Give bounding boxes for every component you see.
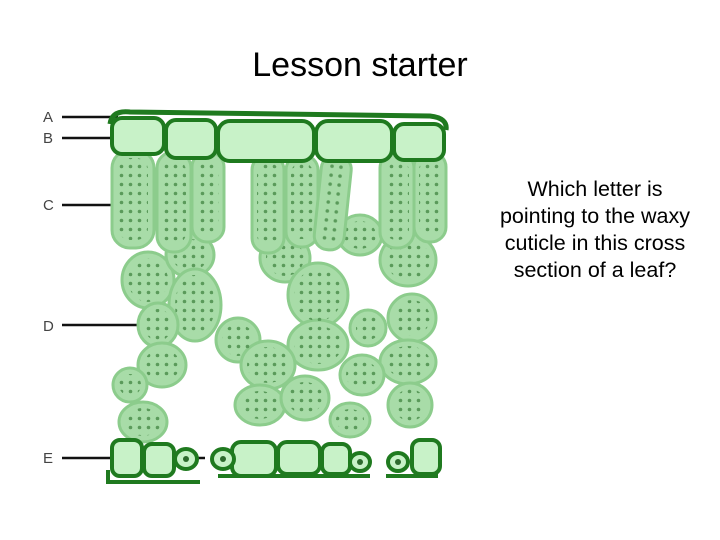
label-a: A bbox=[43, 109, 53, 126]
label-e: E bbox=[43, 450, 53, 467]
palisade-mesophyll bbox=[112, 150, 446, 253]
label-b: B bbox=[43, 130, 53, 147]
lower-epidermis bbox=[108, 440, 440, 482]
label-c: C bbox=[43, 197, 54, 214]
label-d: D bbox=[43, 318, 54, 335]
